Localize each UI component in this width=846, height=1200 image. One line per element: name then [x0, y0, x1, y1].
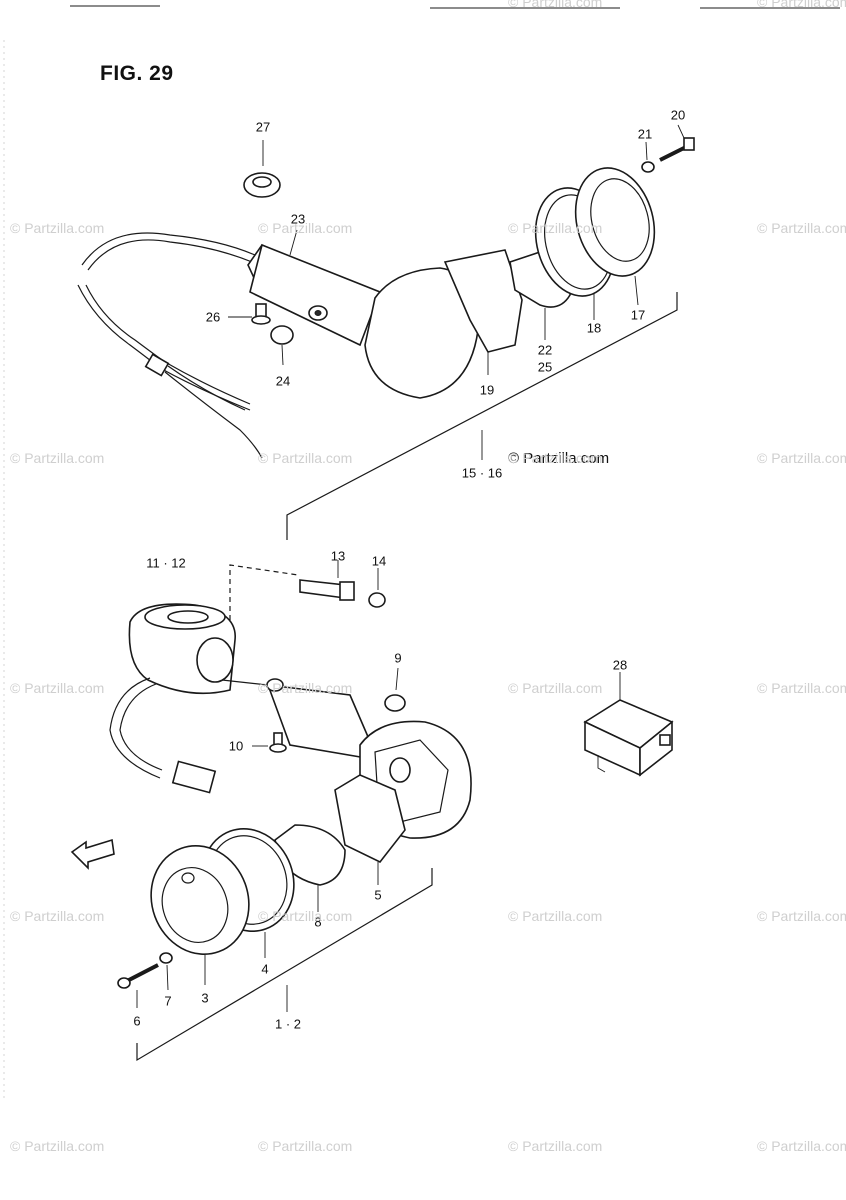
screw-20: [659, 124, 695, 162]
screw-10: [252, 732, 287, 753]
leader-11-12: [229, 564, 299, 620]
cap-24: [270, 325, 294, 366]
watermark-text: © Partzilla.com: [508, 0, 603, 10]
wire-harness-upper: [77, 232, 263, 459]
watermark-text: © Partzilla.com: [258, 680, 353, 696]
callout-28: 28: [612, 657, 628, 673]
nut-14: [368, 568, 386, 608]
callout-27: 27: [255, 119, 271, 135]
callout-20: 20: [670, 107, 686, 123]
callout-22-25a: 22: [537, 342, 553, 358]
watermark-text: © Partzilla.com: [10, 450, 105, 466]
relay-28: [583, 672, 674, 777]
watermark-text: © Partzilla.com: [508, 1138, 603, 1154]
figure-title: FIG. 29: [100, 62, 174, 85]
callout-21: 21: [637, 126, 653, 142]
callout-10: 10: [228, 738, 244, 754]
bracket-5: [334, 774, 406, 885]
screw-6: [117, 963, 159, 1008]
watermark-text: © Partzilla.com: [258, 1138, 353, 1154]
lens-17: [574, 167, 656, 306]
callout-13: 13: [330, 548, 346, 564]
copyright-notice: © Partzilla.com: [508, 450, 610, 467]
callout-22-25b: 25: [537, 359, 553, 375]
watermark-text: © Partzilla.com: [757, 908, 846, 924]
watermark-text: © Partzilla.com: [508, 220, 603, 236]
callout-24: 24: [275, 373, 291, 389]
grommet-9: [384, 667, 406, 712]
callout-5: 5: [374, 887, 382, 903]
watermark-text: © Partzilla.com: [757, 220, 846, 236]
callout-9: 9: [394, 650, 402, 666]
callout-19: 19: [479, 382, 495, 398]
callout-6: 6: [133, 1013, 141, 1029]
watermark-text: © Partzilla.com: [10, 908, 105, 924]
bracket-line-upper: [286, 292, 678, 540]
bracket-19: [443, 249, 523, 375]
signal-stem-23: [247, 229, 382, 347]
callout-3: 3: [201, 990, 209, 1006]
bolt-13: [299, 560, 355, 601]
clamp-11-12: [128, 603, 236, 695]
watermark-text: © Partzilla.com: [508, 908, 603, 924]
callout-4: 4: [261, 961, 269, 977]
watermark-text: © Partzilla.com: [508, 450, 603, 466]
wire-harness-lower: [109, 677, 269, 794]
callout-18: 18: [586, 320, 602, 336]
grommet-27: [243, 140, 281, 198]
callout-17: 17: [630, 307, 646, 323]
callout-8: 8: [314, 914, 322, 930]
watermark-text: © Partzilla.com: [757, 450, 846, 466]
fwd-arrow: [70, 838, 115, 870]
bracket-line-lower: [136, 868, 433, 1062]
watermark-text: © Partzilla.com: [757, 0, 846, 10]
watermark-text: © Partzilla.com: [10, 220, 105, 236]
lens-3: [150, 844, 250, 985]
screw-26: [228, 303, 271, 325]
watermark-text: © Partzilla.com: [10, 1138, 105, 1154]
washer-7: [159, 952, 173, 991]
watermark-text: © Partzilla.com: [10, 680, 105, 696]
callout-7: 7: [164, 993, 172, 1009]
signal-housing-upper: [364, 267, 480, 399]
watermark-text: © Partzilla.com: [258, 450, 353, 466]
washer-21: [641, 141, 655, 173]
watermark-text: © Partzilla.com: [508, 680, 603, 696]
crop-marks: [3, 5, 840, 1100]
callout-1-2: 1 · 2: [274, 1016, 302, 1032]
watermark-text: © Partzilla.com: [757, 680, 846, 696]
callout-23: 23: [290, 211, 306, 227]
watermark-text: © Partzilla.com: [757, 1138, 846, 1154]
watermark-text: © Partzilla.com: [258, 220, 353, 236]
watermark-text: © Partzilla.com: [258, 908, 353, 924]
callout-11-12: 11 · 12: [146, 555, 186, 571]
callout-14: 14: [371, 553, 387, 569]
callout-15-16: 15 · 16: [461, 465, 503, 481]
callout-26: 26: [205, 309, 221, 325]
